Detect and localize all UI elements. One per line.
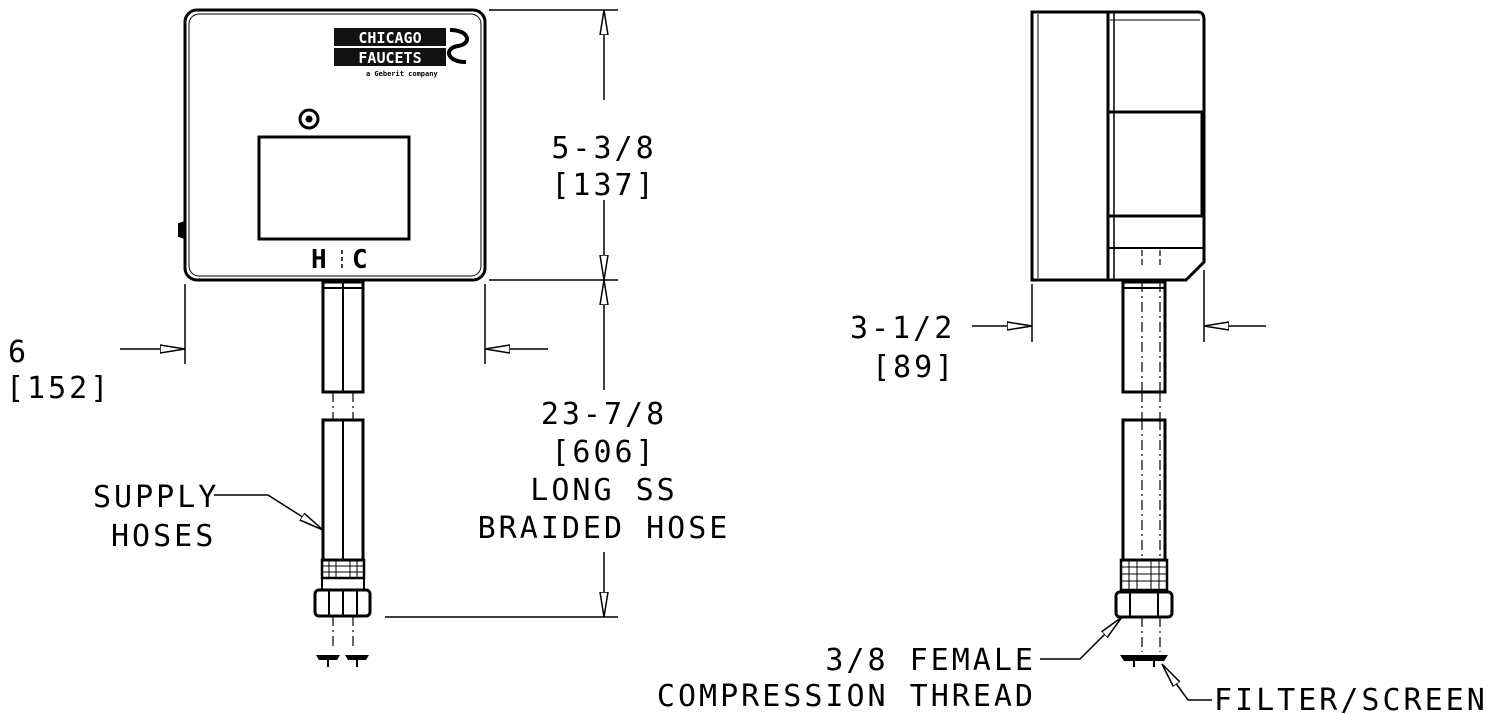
front-box-inner <box>188 13 482 277</box>
depth-dim-metric-text: [89] <box>872 350 956 385</box>
side-sensor-band <box>1106 110 1204 218</box>
side-cover <box>1106 10 1206 282</box>
hose-note-line1: LONG SS <box>530 473 677 508</box>
thread-label-line2: COMPRESSION THREAD <box>657 679 1036 714</box>
hose-note-line2: BRAIDED HOSE <box>478 511 731 546</box>
side-hose-lower <box>1121 418 1167 562</box>
supply-label-line2: HOSES <box>111 519 216 554</box>
front-side-nub <box>178 221 186 239</box>
sensor-screw-center <box>305 115 313 123</box>
side-nut <box>1114 590 1174 619</box>
logo-panel-1 <box>334 28 446 46</box>
side-filter-screen <box>1120 655 1168 661</box>
width-dim-metric-text: [152] <box>6 371 111 406</box>
filter-label: FILTER/SCREEN <box>1214 683 1488 714</box>
logo-swirl-icon <box>447 28 469 64</box>
width-dimension: 6 [152] <box>6 284 548 406</box>
front-filter-screen-hot <box>316 655 340 660</box>
depth-dimension: 3-1/2 [89] <box>850 270 1266 385</box>
box-height-dim-text: 5-3/8 <box>551 131 656 166</box>
front-view: CHICAGO FAUCETS a Geberit company H C <box>6 8 731 667</box>
height-dimensions: 5-3/8 [137] 23-7/8 [606] LONG SS BRAIDED… <box>385 9 731 618</box>
side-hose-upper <box>1121 280 1167 394</box>
box-height-dim-metric-text: [137] <box>551 168 656 203</box>
side-hose <box>1114 250 1174 667</box>
supply-hoses-callout: SUPPLY HOSES <box>93 480 323 554</box>
logo-panel-2 <box>334 48 446 66</box>
width-dim-text: 6 <box>8 335 29 370</box>
hose-length-dim-text: 23-7/8 <box>541 397 667 432</box>
front-filter-screen-cold <box>345 655 369 660</box>
thread-label-line1: 3/8 FEMALE <box>825 643 1036 678</box>
side-body-rear <box>1030 10 1110 282</box>
side-ferrule <box>1119 558 1169 592</box>
logo-tagline: a Geberit company <box>366 70 438 78</box>
side-view: 3-1/2 [89] 3/8 FEMALE COMPRESSION THREAD… <box>657 10 1488 714</box>
display-window <box>257 135 411 241</box>
hose-length-dim-metric-text: [606] <box>551 435 656 470</box>
hot-label: H <box>311 245 327 275</box>
thread-callout: 3/8 FEMALE COMPRESSION THREAD <box>657 617 1122 714</box>
cold-label: C <box>352 245 368 275</box>
front-hoses <box>313 279 372 667</box>
logo-text-line2: FAUCETS <box>358 49 421 67</box>
depth-dim-text: 3-1/2 <box>850 311 955 346</box>
logo-text-line1: CHICAGO <box>358 29 421 47</box>
brand-logo: CHICAGO FAUCETS a Geberit company <box>334 28 469 78</box>
front-ferrule <box>320 558 366 580</box>
sensor-screw-icon <box>298 108 320 130</box>
supply-label-line1: SUPPLY <box>93 480 219 515</box>
filter-callout: FILTER/SCREEN <box>1162 664 1488 714</box>
